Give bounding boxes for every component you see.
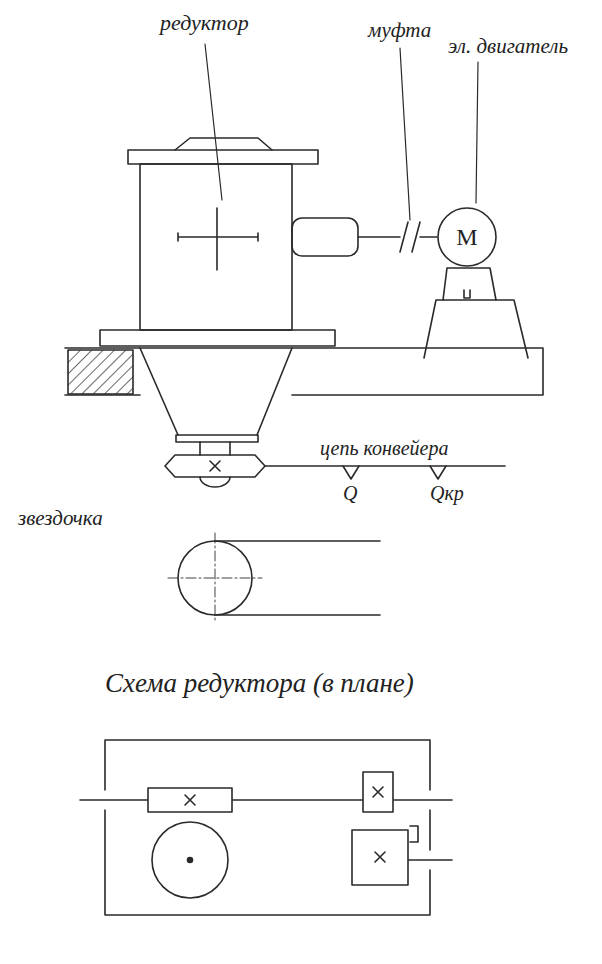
- upper-shaft: [80, 799, 452, 801]
- motor-circle: [438, 208, 496, 266]
- plan-view: [80, 740, 452, 915]
- wheel-center: [188, 858, 193, 863]
- motor-symbol: М: [437, 207, 497, 267]
- section-heading: Схема редуктора (в плане): [105, 668, 414, 699]
- output-shaft: [200, 442, 230, 455]
- drive-sprocket: [165, 455, 265, 477]
- input-shaft-housing: [292, 218, 358, 256]
- motor-stand: [424, 300, 528, 358]
- side-view: [65, 44, 543, 623]
- node-text: М: [437, 224, 497, 251]
- reducer-body: [140, 164, 292, 330]
- part-label: редуктор: [160, 10, 249, 35]
- motor-foot-bolt: [464, 290, 470, 298]
- part-label: звездочка: [18, 506, 103, 530]
- key-cross: [373, 787, 383, 797]
- frame-plate: [65, 348, 543, 395]
- motor-foot: [443, 268, 496, 300]
- coupling-symbol: [358, 222, 437, 252]
- key-cross: [210, 461, 220, 471]
- bearing-bracket: [410, 826, 418, 842]
- reducer-cross: [178, 208, 258, 270]
- hatched-support: [68, 350, 133, 394]
- worm-wheel: [152, 822, 228, 898]
- load-hooks: [343, 466, 446, 479]
- part-label: муфта: [368, 18, 431, 42]
- conveyor-chain: [265, 465, 505, 467]
- reducer-flange: [128, 150, 318, 164]
- key-cross: [375, 852, 385, 862]
- part-label: эл. двигатель: [448, 34, 568, 58]
- center-lines: [168, 533, 262, 623]
- pinion-gear: [363, 772, 393, 812]
- output-hub: [176, 435, 258, 442]
- leader-line: [476, 62, 478, 203]
- housing-outline: [105, 740, 430, 915]
- load-label: Q: [343, 482, 357, 505]
- shaft-end: [200, 477, 230, 487]
- reducer-cap: [175, 138, 272, 150]
- load-label: Qкр: [430, 482, 464, 505]
- worm-gear: [148, 788, 232, 812]
- spur-gear: [352, 830, 408, 885]
- key-cross: [185, 795, 195, 805]
- reducer-cone: [140, 348, 292, 435]
- lower-shaft: [408, 859, 452, 861]
- leader-line: [400, 48, 410, 220]
- reducer-base: [100, 330, 335, 346]
- leader-line: [205, 44, 222, 200]
- chain-label: цепь конвейера: [320, 437, 448, 460]
